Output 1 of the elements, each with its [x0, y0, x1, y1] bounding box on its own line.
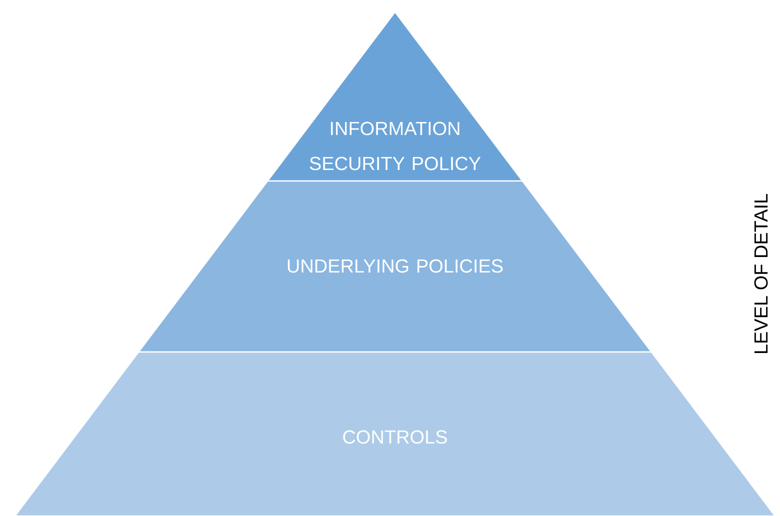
axis-label: LEVEL OF DETAIL: [754, 194, 768, 354]
